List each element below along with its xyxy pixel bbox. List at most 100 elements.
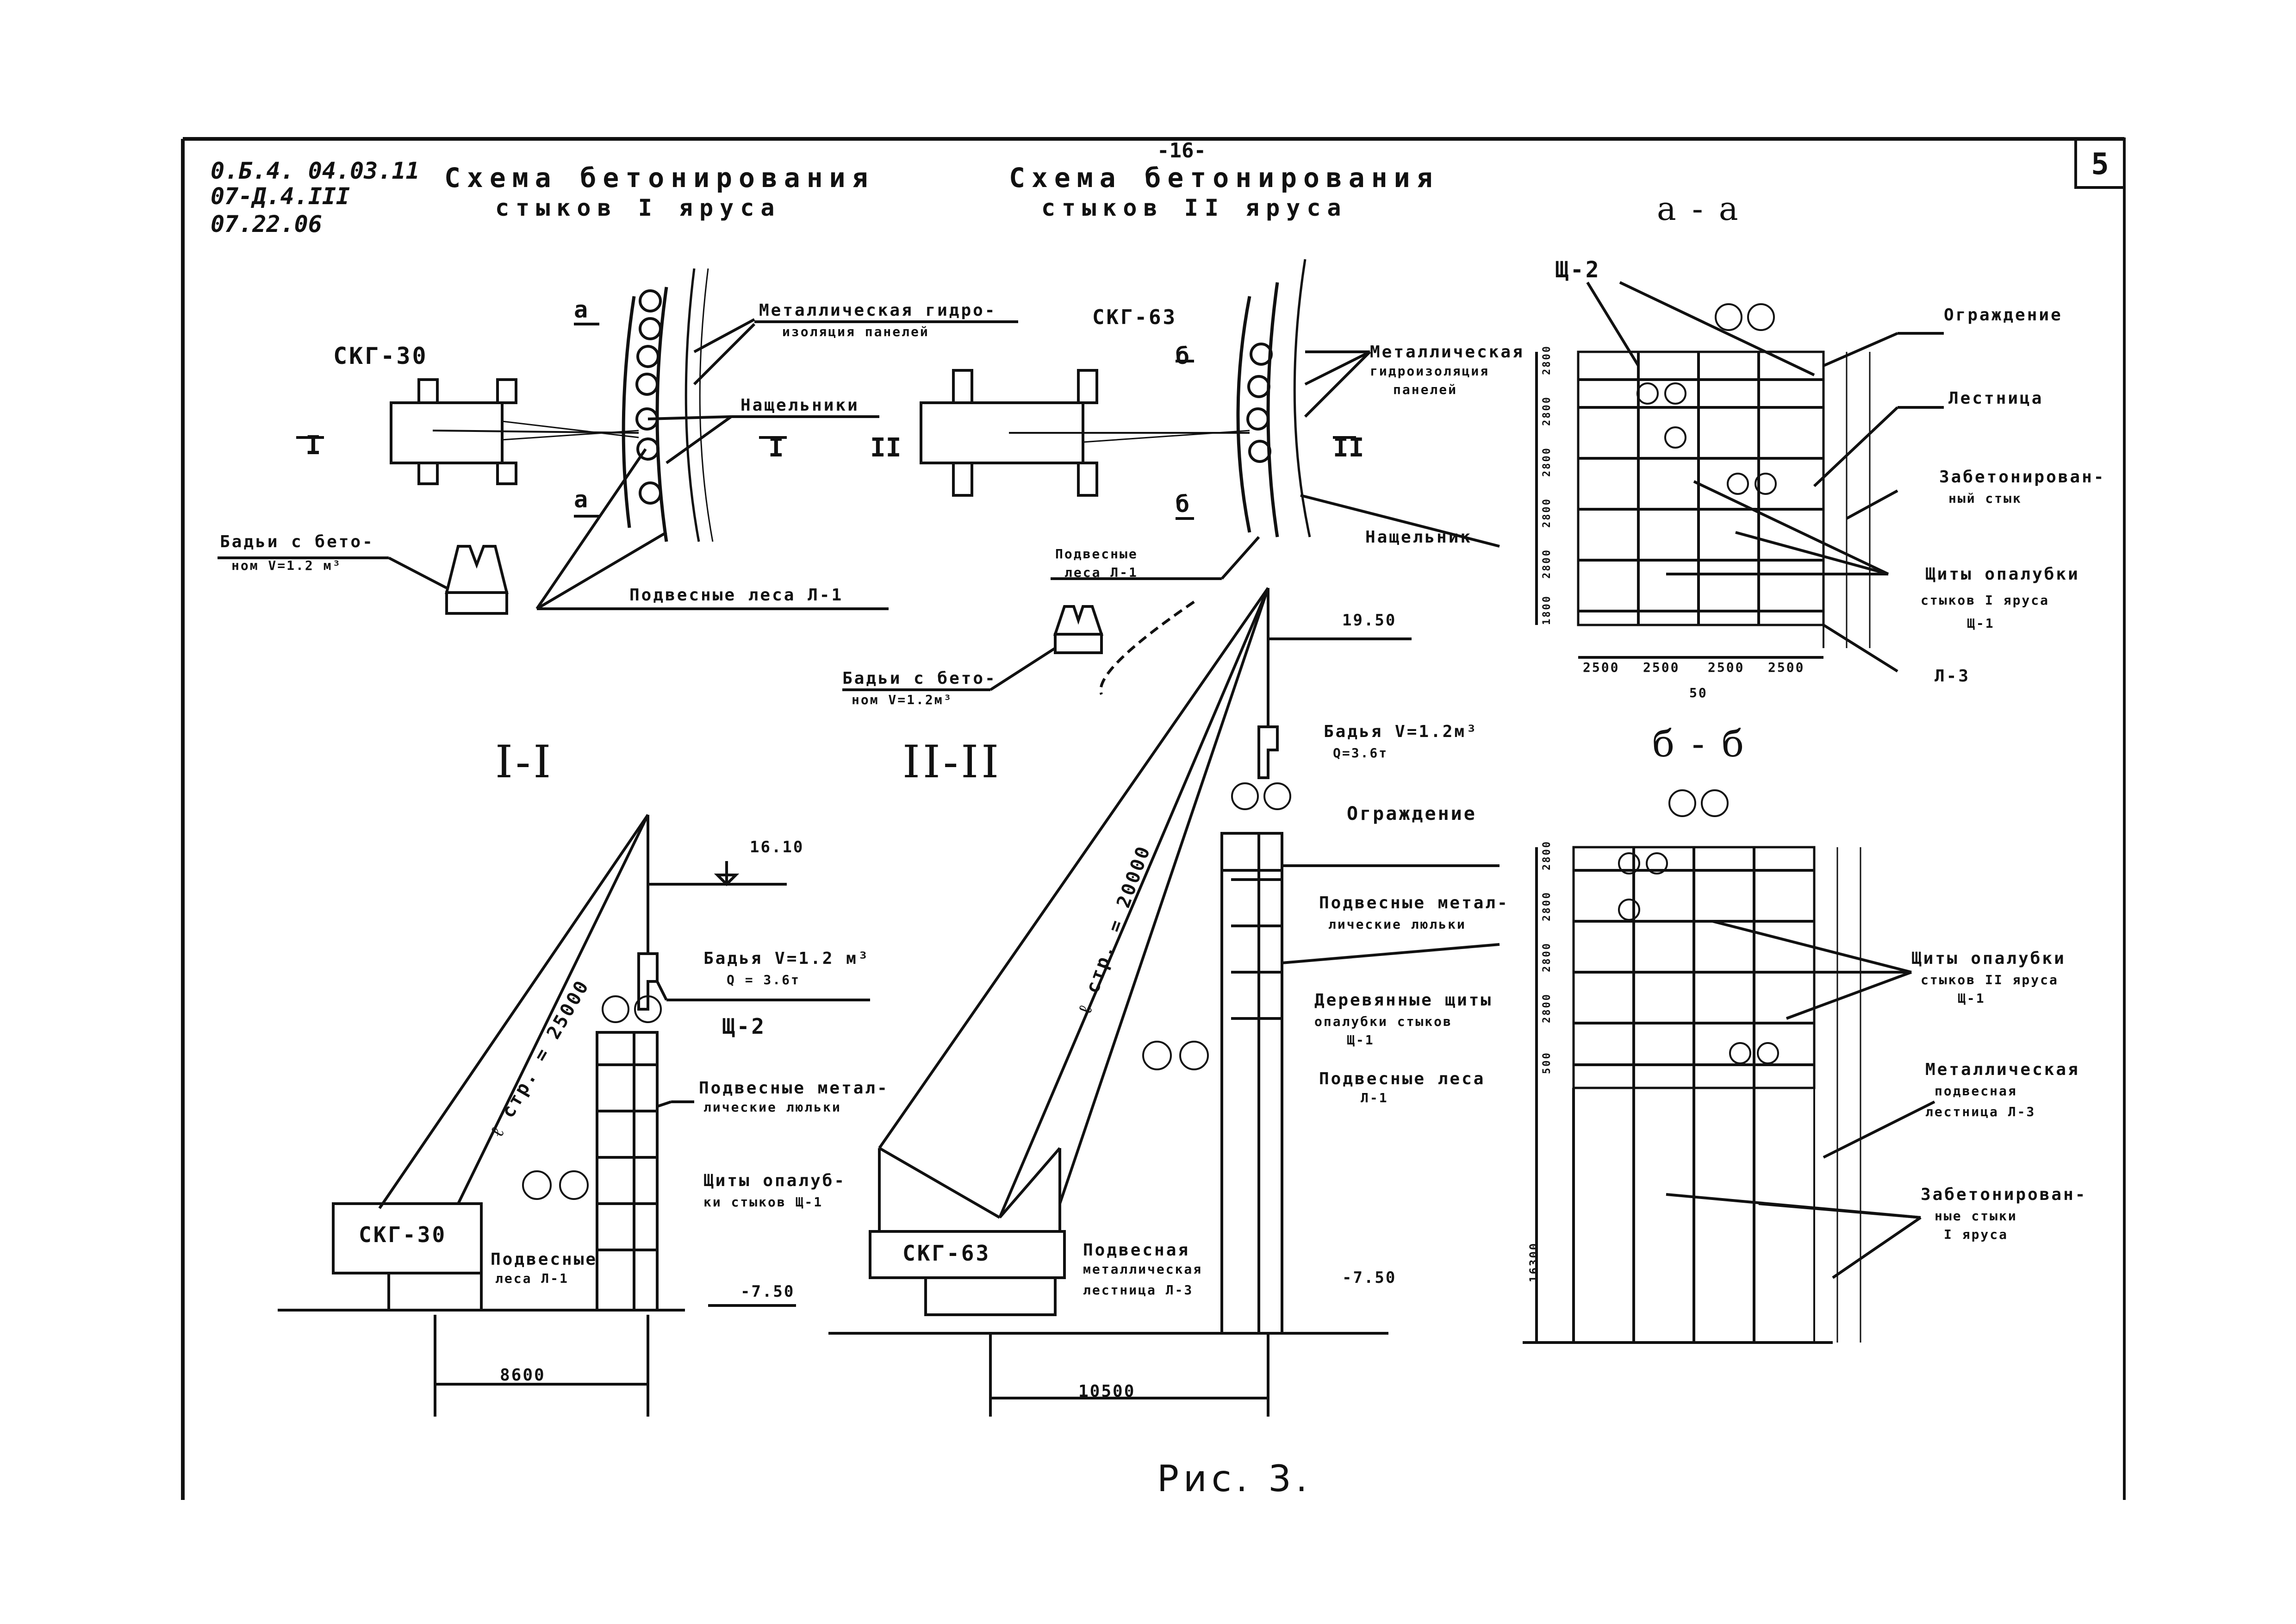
label-batten: Нащельник (1365, 528, 1473, 547)
height-aa-6: 1800 (1541, 595, 1553, 625)
cradles-I-2: лические люльки (703, 1099, 841, 1115)
label-fence: Ограждение (1944, 306, 2063, 325)
section-bb-title: б - б (1652, 722, 1747, 765)
elev-bottom-II: -7.50 (1342, 1268, 1397, 1287)
section-I-title: I-I (495, 736, 554, 788)
bucket-I: Бадья V=1.2 м³ (703, 949, 870, 968)
height-aa-4: 2800 (1541, 498, 1553, 528)
scheme-right-title-1: Схема бетонирования (1009, 162, 1439, 194)
elev-top-II: 19.50 (1342, 611, 1397, 630)
crane-label-skg63: СКГ-63 (1092, 306, 1177, 329)
label-buckets: Бадьи с бето- (220, 532, 374, 551)
cut-mark-b-bottom: б (1176, 491, 1190, 518)
cradles-II: Подвесные метал- (1319, 893, 1509, 912)
scaffold-I: Подвесные (491, 1250, 598, 1269)
height-bb-3: 2800 (1541, 942, 1553, 972)
height-aa-3: 2800 (1541, 447, 1553, 477)
ladder-II-2: металлическая (1083, 1262, 1203, 1277)
height-bb-5: 500 (1541, 1051, 1553, 1074)
cut-mark-a-top: а (574, 296, 588, 323)
figure-caption: Рис. 3. (1157, 1458, 1312, 1500)
doc-code-2: 07-Д.4.III (211, 183, 350, 210)
span-II: 10500 (1078, 1382, 1136, 1401)
page-marker: -16- (1157, 139, 1206, 162)
dim-aa-50: 50 (1689, 685, 1708, 700)
doc-code-3: 07.22.06 (211, 211, 322, 237)
shield-I: Щ-2 (722, 1014, 766, 1039)
sheet-number-box (2074, 137, 2126, 189)
height-aa-5: 2800 (1541, 549, 1553, 579)
cut-mark-I-left: I (305, 431, 321, 461)
crane-label-skg30: СКГ-30 (333, 343, 428, 369)
height-aa-2: 2800 (1541, 396, 1553, 426)
label-ladder-L3-3: лестница Л-3 (1925, 1104, 2036, 1119)
bucket-II: Бадья V=1.2м³ (1324, 722, 1478, 741)
label-shields-II: Щиты опалубки (1911, 949, 2066, 968)
height-bb-4: 2800 (1541, 993, 1553, 1023)
label-ladder-L3-2: подвесная (1935, 1083, 2017, 1099)
scheme-left-title-1: Схема бетонирования (444, 162, 875, 194)
dim-aa-2: 2500 (1643, 660, 1680, 675)
elev-bottom-I: -7.50 (740, 1282, 795, 1301)
scheme-right-plan (759, 259, 1500, 580)
label-scaffold-right: Подвесные (1055, 546, 1138, 562)
doc-code-1: 0.Б.4. 04.03.11 (211, 157, 420, 184)
shields-I: Щиты опалуб- (703, 1171, 846, 1190)
scaffold-II: Подвесные леса (1319, 1069, 1486, 1088)
dim-aa-1: 2500 (1583, 660, 1620, 675)
sheet-number: 5 (2091, 147, 2109, 181)
scheme-right-title-2: стыков II яруса (1041, 194, 1348, 221)
label-hydro-right-3: панелей (1393, 382, 1458, 397)
scaffold-I-2: леса Л-1 (495, 1271, 569, 1286)
section-II-title: II-II (902, 736, 1002, 788)
label-hydro-right: Металлическая (1370, 343, 1524, 362)
height-bb-total: 16300 (1527, 1242, 1540, 1282)
dim-aa-4: 2500 (1768, 660, 1805, 675)
buckets-II: Бадьи с бето- (842, 669, 997, 688)
label-ladder: Лестница (1948, 389, 2044, 408)
crane-label-I: СКГ-30 (359, 1222, 447, 1247)
section-II-drawing (828, 587, 1500, 1417)
cradles-II-2: лические люльки (1328, 917, 1466, 932)
label-scaffold: Подвесные леса Л-1 (629, 586, 844, 605)
ladder-II: Подвесная (1083, 1241, 1190, 1260)
height-bb-2: 2800 (1541, 891, 1553, 921)
label-joints-I-2: ные стыки (1935, 1208, 2017, 1224)
dim-aa-3: 2500 (1708, 660, 1745, 675)
label-shields-I-2: стыков I яруса (1921, 593, 2050, 608)
shields-II: Деревянные щиты (1314, 991, 1493, 1010)
ladder-II-3: лестница Л-3 (1083, 1282, 1194, 1298)
label-shields-I: Щиты опалубки (1925, 565, 2080, 584)
fence-II: Ограждение (1347, 803, 1477, 824)
label-battens: Нащельники (740, 396, 859, 415)
label-buckets-2: ном V=1.2 м³ (231, 558, 342, 573)
section-aa-title: а - а (1657, 190, 1741, 228)
label-joint-2: ный стык (1948, 491, 2022, 506)
scheme-left-title-2: стыков I яруса (495, 194, 781, 221)
label-shields-II-3: Щ-1 (1958, 991, 1985, 1006)
crane-label-II: СКГ-63 (902, 1241, 991, 1266)
cut-mark-a-bottom: а (574, 486, 588, 513)
bucket-II-2: Q=3.6т (1333, 745, 1388, 761)
cut-mark-I-right: I (768, 433, 784, 463)
label-joints-I-3: I яруса (1944, 1227, 2009, 1242)
label-joints-I: Забетонирован- (1921, 1185, 2087, 1204)
cradles-I: Подвесные метал- (699, 1079, 889, 1098)
section-I-drawing (278, 814, 870, 1417)
label-hydro-right-2: гидроизоляция (1370, 363, 1490, 379)
shields-I-2: ки стыков Щ-1 (703, 1194, 823, 1210)
label-ladder-L3: Металлическая (1925, 1060, 2080, 1079)
shields-II-3: Щ-1 (1347, 1032, 1375, 1048)
cut-mark-b-top: б (1176, 343, 1190, 369)
scaffold-II-2: Л-1 (1361, 1090, 1388, 1106)
bucket-I-2: Q = 3.6т (727, 972, 800, 987)
elev-top-I: 16.10 (750, 838, 804, 856)
label-shield-sch2: Щ-2 (1555, 257, 1601, 283)
scheme-left-plan (218, 268, 1018, 615)
span-I: 8600 (500, 1366, 546, 1385)
label-shields-II-2: стыков II яруса (1921, 972, 2059, 987)
height-bb-1: 2800 (1541, 840, 1553, 870)
section-bb-drawing (1523, 846, 1935, 1344)
